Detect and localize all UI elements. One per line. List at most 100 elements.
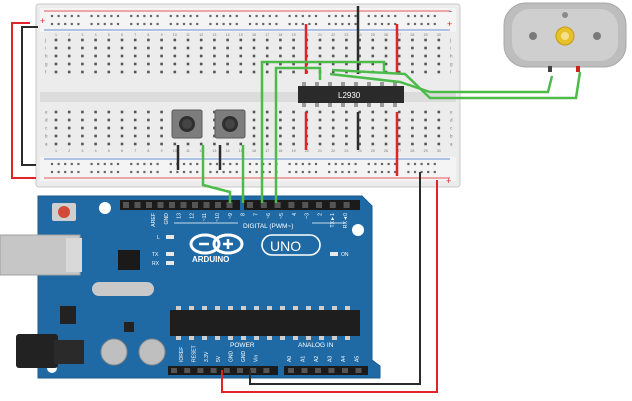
board-logo-text: ARDUINO xyxy=(192,255,229,264)
column-number-bottom: 3 xyxy=(81,149,83,153)
column-number-top: 27 xyxy=(397,33,401,37)
column-number-bottom: 7 xyxy=(134,149,136,153)
power-pin-label: Vin xyxy=(253,355,259,362)
column-number-bottom: 19 xyxy=(292,149,296,153)
column-number-bottom: 27 xyxy=(397,149,401,153)
led-tx-label: TX xyxy=(152,252,159,258)
column-number-bottom: 9 xyxy=(161,149,163,153)
motor-driver-chip[interactable]: L2930 xyxy=(298,82,404,107)
row-letter: j xyxy=(449,38,451,43)
column-number-top: 24 xyxy=(358,33,362,37)
row-letter: d xyxy=(450,118,453,123)
analog-pin-label: A0 xyxy=(287,356,293,362)
digital-pin-label: RX◄0 xyxy=(343,213,349,228)
row-letter: e xyxy=(450,110,453,115)
wire-green-motor-2 xyxy=(331,68,582,100)
column-number-bottom: 30 xyxy=(437,149,441,153)
column-number-top: 10 xyxy=(173,33,177,37)
led-rx-label: RX xyxy=(152,261,160,267)
column-number-top: 25 xyxy=(371,33,375,37)
column-number-bottom: 8 xyxy=(147,149,149,153)
power-pin-label: IOREF xyxy=(179,347,185,362)
wires[interactable] xyxy=(11,6,582,393)
digital-pin-label: 13 xyxy=(177,213,183,219)
rail-plus-top-left: + xyxy=(40,16,45,26)
column-number-top: 13 xyxy=(212,33,216,37)
digital-pin-label: ~5 xyxy=(279,213,285,219)
row-letter: c xyxy=(450,126,453,131)
wire-green-motor-1 xyxy=(329,72,554,94)
column-number-top: 11 xyxy=(186,33,190,37)
row-letter: g xyxy=(45,62,48,67)
wire-red-left-rail xyxy=(11,22,36,179)
column-number-bottom: 16 xyxy=(252,149,256,153)
column-number-bottom: 11 xyxy=(186,149,190,153)
column-number-bottom: 14 xyxy=(226,149,230,153)
row-letter: a xyxy=(45,142,48,147)
wire-black-gnd xyxy=(249,172,421,385)
row-letter: h xyxy=(450,54,453,59)
column-number-top: 12 xyxy=(199,33,203,37)
column-number-bottom: 15 xyxy=(239,149,243,153)
row-letter: a xyxy=(450,142,453,147)
power-pin-label: RESET xyxy=(191,345,197,362)
rail-plus-bottom-right: + xyxy=(446,176,451,186)
digital-pin-label: GND xyxy=(164,213,170,225)
column-number-bottom: 25 xyxy=(371,149,375,153)
row-letter: j xyxy=(44,38,46,43)
digital-pin-label: ~9 xyxy=(228,213,234,219)
column-number-bottom: 5 xyxy=(108,149,110,153)
column-number-top: 4 xyxy=(95,33,97,37)
column-number-top: 3 xyxy=(81,33,83,37)
column-number-top: 15 xyxy=(239,33,243,37)
rail-plus-top-right: + xyxy=(447,19,452,29)
column-number-top: 9 xyxy=(161,33,163,37)
column-number-bottom: 22 xyxy=(331,149,335,153)
column-number-top: 17 xyxy=(265,33,269,37)
analog-pin-label: A2 xyxy=(314,356,320,362)
digital-pin-label: 2 xyxy=(317,213,323,216)
pushbutton-left[interactable] xyxy=(171,109,203,139)
wire-green-button-left xyxy=(201,145,232,203)
wire-green-pin7 xyxy=(260,60,386,203)
column-number-bottom: 17 xyxy=(265,149,269,153)
column-number-bottom: 20 xyxy=(305,149,309,153)
analog-pin-label: A5 xyxy=(355,356,361,362)
column-number-bottom: 1 xyxy=(55,149,57,153)
analog-pin-label: A1 xyxy=(301,356,307,362)
dc-motor-icon[interactable] xyxy=(503,2,627,72)
chip-label: L2930 xyxy=(338,91,361,100)
column-number-top: 28 xyxy=(410,33,414,37)
row-letter: h xyxy=(45,54,48,59)
pushbutton-right[interactable] xyxy=(214,109,246,139)
column-number-bottom: 10 xyxy=(173,149,177,153)
column-number-top: 16 xyxy=(252,33,256,37)
column-number-bottom: 13 xyxy=(212,149,216,153)
arduino-uno-board[interactable]: UNO ARDUINO ON L TX RX DIGITAL (PWM~) PO… xyxy=(0,195,381,379)
column-number-bottom: 2 xyxy=(68,149,70,153)
rail-minus-top-right: - xyxy=(449,6,452,16)
column-number-top: 21 xyxy=(318,33,322,37)
analog-pin-label: A3 xyxy=(328,356,334,362)
power-label: POWER xyxy=(230,342,255,349)
row-letter: c xyxy=(45,126,48,131)
column-number-top: 7 xyxy=(134,33,136,37)
column-number-top: 6 xyxy=(121,33,123,37)
breadboard[interactable]: 1122334455667788991010111112121313141415… xyxy=(35,3,461,188)
wire-red-5v xyxy=(221,180,438,393)
power-pin-label: 3.3V xyxy=(204,351,210,362)
analog-label: ANALOG IN xyxy=(298,342,334,349)
digital-pin-label: AREF xyxy=(151,213,157,227)
analog-pin-label: A4 xyxy=(341,356,347,362)
board-model: UNO xyxy=(270,238,301,254)
row-letter: g xyxy=(450,62,453,67)
power-pin-label: GND xyxy=(241,351,247,363)
row-letter: d xyxy=(45,118,48,123)
wire-black-left-rail xyxy=(21,26,38,166)
column-number-top: 2 xyxy=(68,33,70,37)
column-number-bottom: 4 xyxy=(95,149,97,153)
digital-label: DIGITAL (PWM~) xyxy=(243,223,293,230)
power-pin-label: 5V xyxy=(216,355,222,362)
